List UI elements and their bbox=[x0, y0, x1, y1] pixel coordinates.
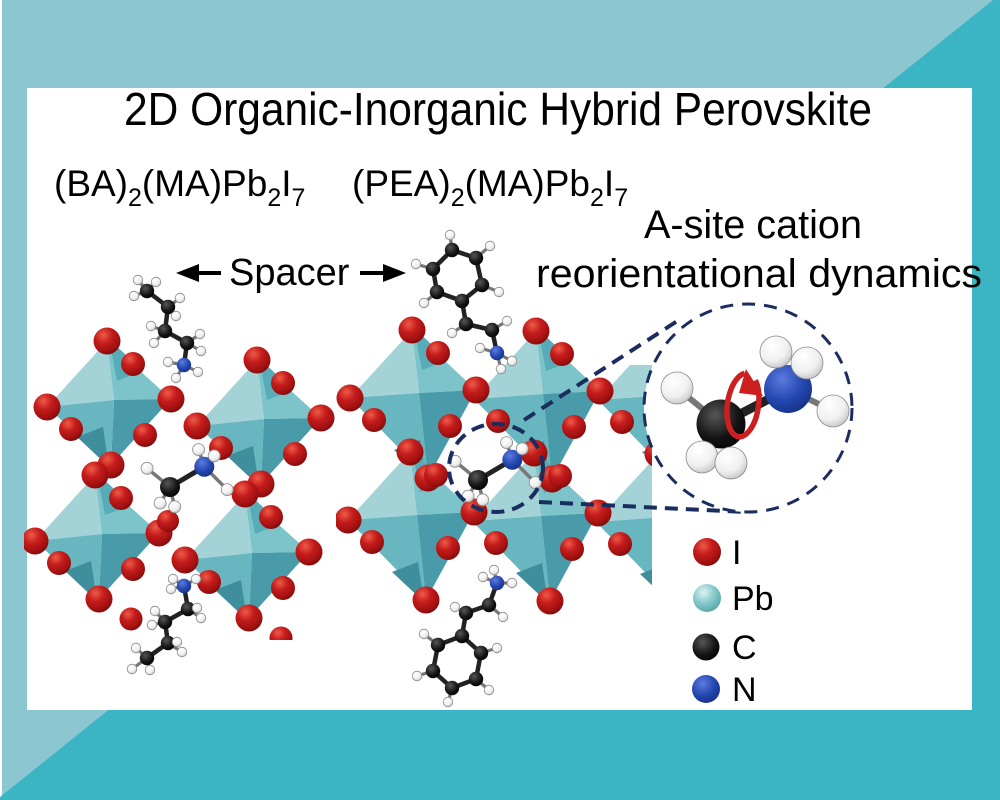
svg-text:2D Organic-Inorganic Hybrid Pe: 2D Organic-Inorganic Hybrid Perovskite bbox=[124, 83, 872, 135]
svg-text:C: C bbox=[732, 629, 757, 667]
svg-text:I: I bbox=[732, 534, 741, 572]
svg-text:reorientational dynamics: reorientational dynamics bbox=[536, 252, 982, 296]
svg-text:(BA)2​(MA)Pb2​I7​: (BA)2​(MA)Pb2​I7​ bbox=[54, 163, 305, 212]
svg-text:N: N bbox=[732, 671, 757, 709]
svg-text:A-site cation: A-site cation bbox=[644, 203, 862, 247]
svg-text:Spacer: Spacer bbox=[229, 252, 350, 294]
svg-text:Pb: Pb bbox=[732, 580, 774, 618]
svg-text:(PEA)2​(MA)Pb2​I7​: (PEA)2​(MA)Pb2​I7​ bbox=[352, 163, 628, 212]
